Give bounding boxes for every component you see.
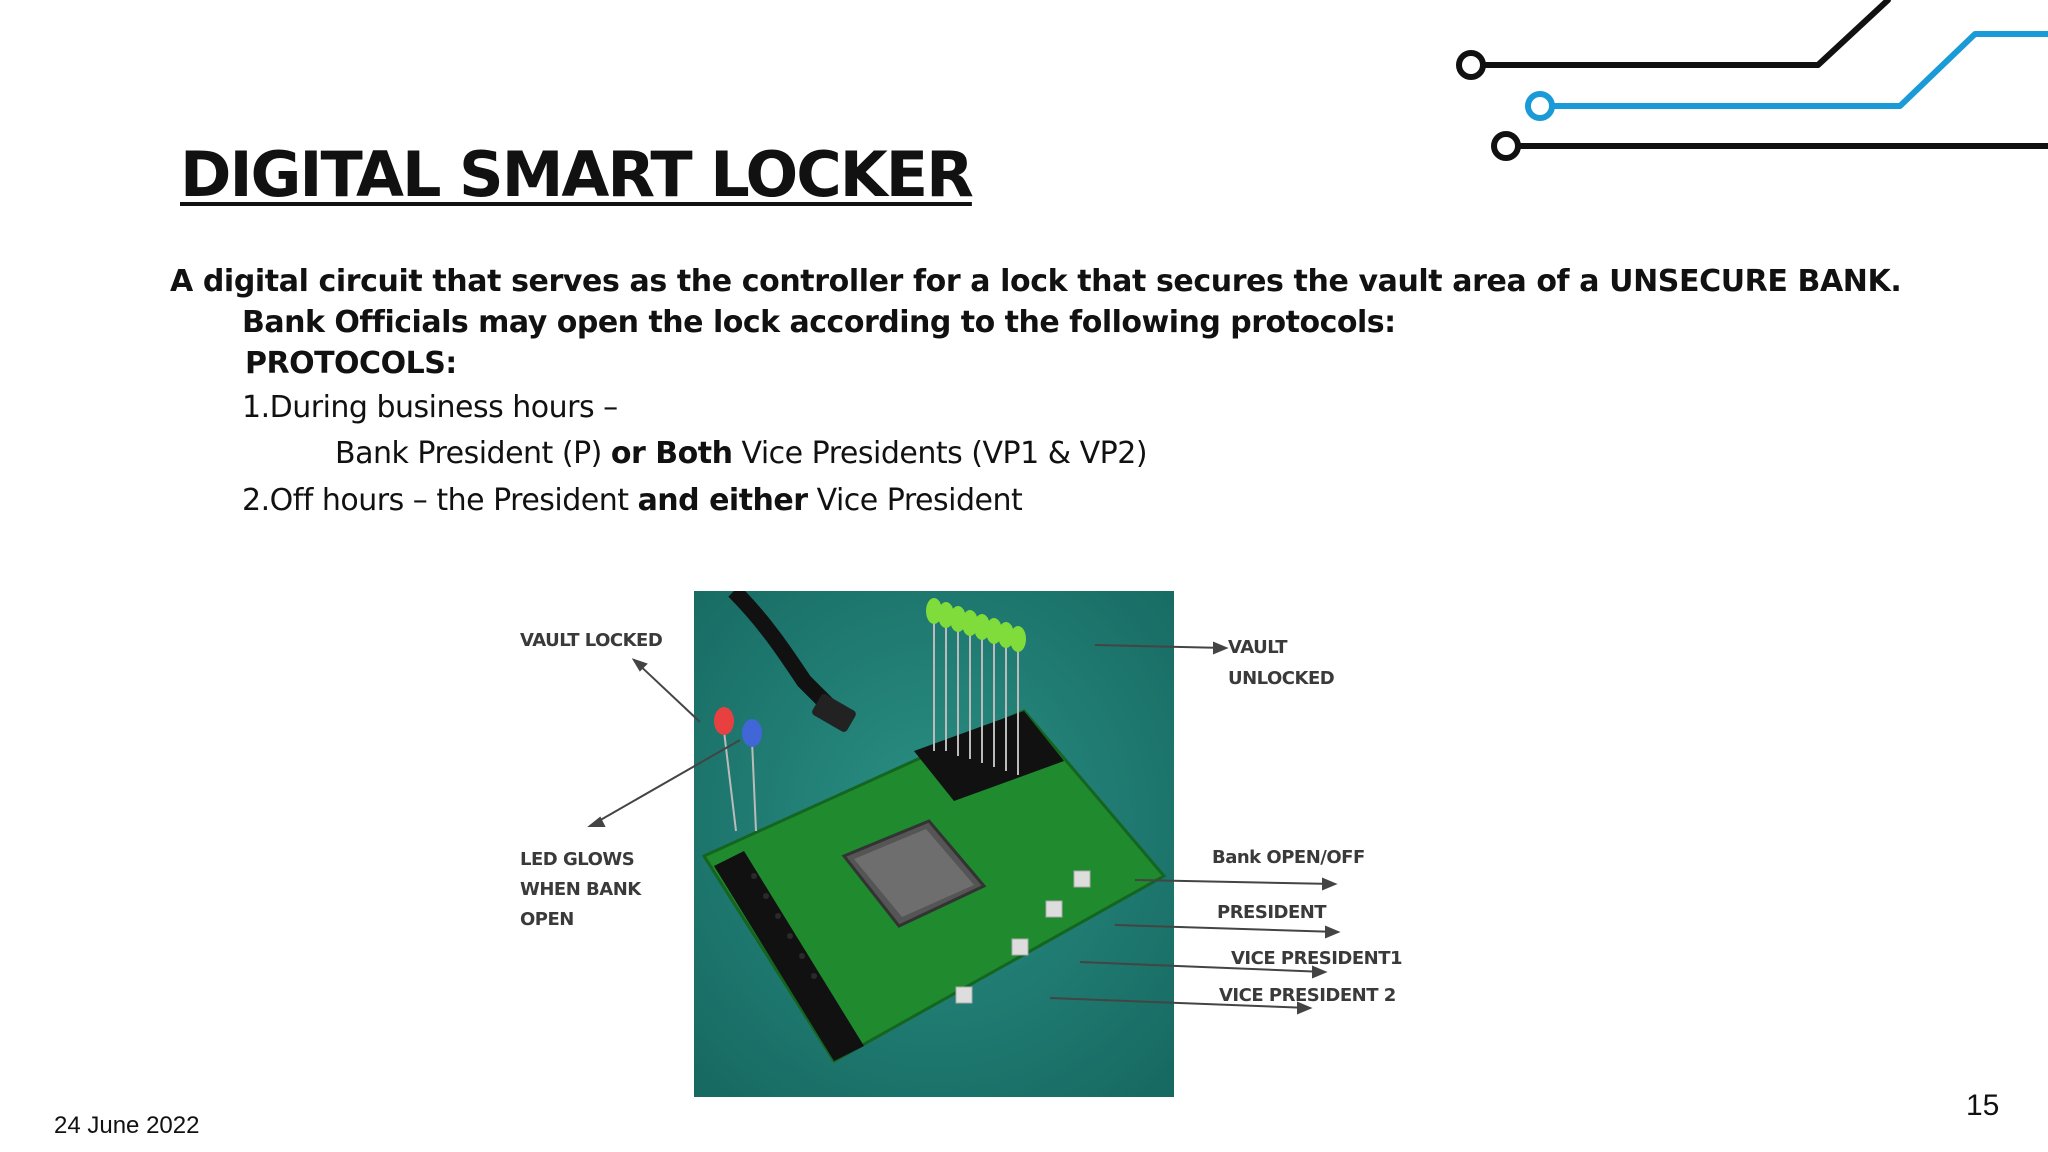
protocol-1-detail-c: Vice Presidents (VP1 & VP2) [732, 436, 1148, 471]
protocol-2-c: Vice President [807, 483, 1023, 518]
protocol-2: 2.Off hours – the President and either V… [242, 483, 1023, 518]
page-number: 15 [1966, 1089, 2000, 1122]
board-illustration [694, 591, 1174, 1097]
red-led [714, 707, 734, 735]
protocols-heading: PROTOCOLS: [245, 346, 457, 381]
circuit-trace-blue [1550, 31, 2048, 109]
circuit-trace-black-top [1480, 0, 1891, 68]
circuit-decoration [1456, 0, 2048, 161]
label-vault-locked: VAULT LOCKED [520, 630, 663, 651]
protocol-2-b: and either [637, 483, 809, 518]
label-vault-unlocked-1: VAULT [1228, 637, 1287, 658]
label-bank-open-off: Bank OPEN/OFF [1212, 847, 1365, 868]
intro-text: A digital circuit that serves as the con… [170, 264, 1902, 299]
label-vault-unlocked-2: UNLOCKED [1228, 668, 1335, 689]
label-led-glows-1: LED GLOWS [520, 849, 635, 870]
blue-led [742, 719, 762, 747]
board-photo [694, 591, 1174, 1097]
circuit-node-black-top [1456, 50, 1486, 80]
protocol-1-label: 1.During business hours – [242, 390, 618, 425]
intro-line-2: Bank Officials may open the lock accordi… [242, 305, 1396, 340]
footer-date: 24 June 2022 [54, 1112, 200, 1139]
protocol-2-a: 2.Off hours – the President [242, 483, 638, 518]
slide-title: DIGITAL SMART LOCKER [180, 138, 974, 211]
protocol-1-detail: Bank President (P) or Both Vice Presiden… [335, 436, 1148, 471]
intro-line-1: A digital circuit that serves as the con… [170, 264, 1902, 299]
label-vice-president-1: VICE PRESIDENT1 [1231, 948, 1403, 969]
green-leds [926, 598, 1026, 652]
label-president: PRESIDENT [1217, 902, 1327, 923]
protocol-1-detail-b: or Both [610, 436, 733, 471]
label-led-glows-2: WHEN BANK [520, 879, 641, 900]
circuit-node-blue [1525, 91, 1555, 121]
label-led-glows-3: OPEN [520, 909, 574, 930]
label-vice-president-2: VICE PRESIDENT 2 [1219, 985, 1396, 1006]
protocol-1-detail-a: Bank President (P) [335, 436, 611, 471]
circuit-node-black-bottom [1491, 131, 1521, 161]
